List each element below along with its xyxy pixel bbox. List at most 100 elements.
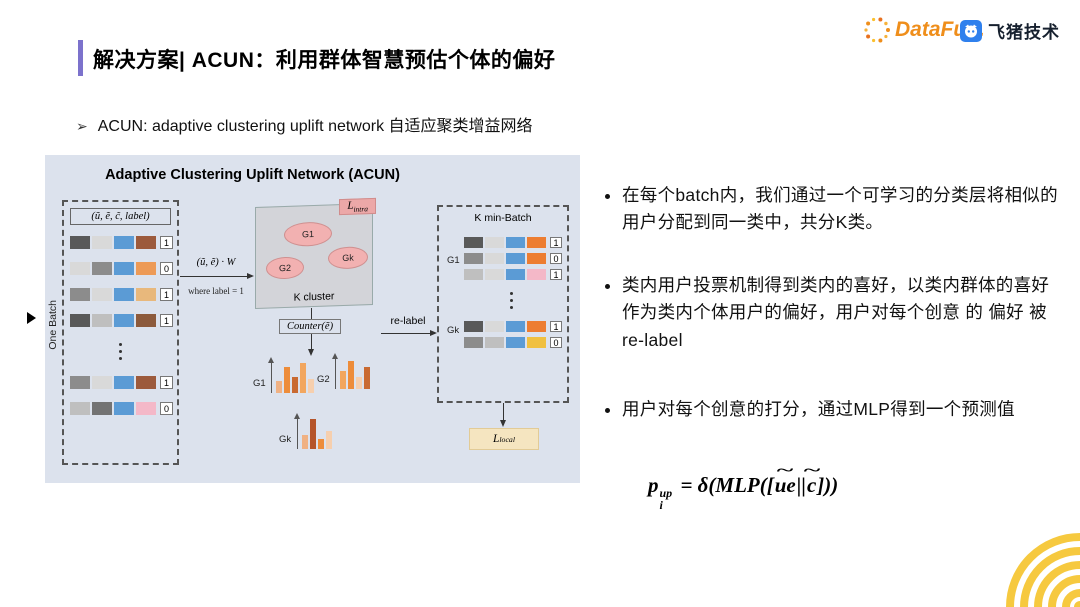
histogram-bar bbox=[356, 377, 362, 389]
minibatch-group-g1-label: G1 bbox=[447, 255, 460, 266]
histogram-bar bbox=[308, 379, 314, 393]
feature-segment bbox=[506, 337, 525, 348]
histogram-bar bbox=[318, 439, 324, 449]
feature-segment bbox=[92, 236, 112, 249]
formula-c: c bbox=[806, 473, 817, 497]
feature-segment bbox=[136, 236, 156, 249]
histogram-bar bbox=[276, 381, 282, 393]
feature-segment bbox=[92, 288, 112, 301]
weight-transform-label: (ũ, ẽ) · W bbox=[196, 257, 236, 268]
histogram-gk: Gk bbox=[279, 411, 332, 449]
relabel-label: re-label bbox=[390, 315, 426, 327]
tilde-accent: ~ bbox=[803, 462, 820, 479]
row-binary-label: 1 bbox=[550, 237, 562, 248]
row-binary-label: 1 bbox=[160, 288, 173, 301]
feature-row: 1 bbox=[70, 376, 173, 389]
bullet-list: 在每个batch内，我们通过一个可学习的分类层将相似的用户分配到同一类中，共分K… bbox=[600, 182, 1058, 423]
feature-segment bbox=[92, 402, 112, 415]
row-binary-label: 1 bbox=[550, 321, 562, 332]
histogram-axis bbox=[268, 357, 274, 393]
counter-label: Counter(ẽ) bbox=[279, 319, 342, 334]
formula-c-tilde: ~c bbox=[803, 463, 820, 498]
feature-row: 0 bbox=[70, 262, 173, 275]
histogram-bar bbox=[292, 377, 298, 393]
formula-ue: ue bbox=[774, 473, 796, 497]
feature-segment bbox=[485, 253, 504, 264]
relabel-arrow bbox=[381, 329, 437, 336]
feature-segment bbox=[70, 314, 90, 327]
bullet-item-1: 在每个batch内，我们通过一个可学习的分类层将相似的用户分配到同一类中，共分K… bbox=[622, 182, 1058, 236]
fliggy-logo-text: 飞猪技术 bbox=[988, 23, 1060, 42]
feature-segment bbox=[114, 236, 134, 249]
page-title: 解决方案| ACUN：利用群体智慧预估个体的偏好 bbox=[93, 49, 556, 72]
tuple-label: (ũ, ẽ, c̃, label) bbox=[70, 208, 171, 225]
pointer-marker-icon bbox=[27, 312, 36, 324]
dot bbox=[510, 299, 513, 302]
vertical-ellipsis bbox=[464, 292, 559, 309]
feature-segment bbox=[70, 288, 90, 301]
feature-segment bbox=[114, 288, 134, 301]
weight-condition-label: where label = 1 bbox=[188, 286, 244, 296]
k-minbatch-label: K min-Batch bbox=[474, 212, 532, 224]
feature-segment bbox=[136, 402, 156, 415]
minibatch-group-gk-label: Gk bbox=[447, 325, 460, 336]
feature-segment bbox=[92, 262, 112, 275]
feature-segment bbox=[506, 237, 525, 248]
feature-row: 1 bbox=[70, 314, 173, 327]
title-accent-bar bbox=[78, 40, 83, 76]
formula-p: p bbox=[648, 473, 659, 497]
row-binary-label: 1 bbox=[160, 236, 173, 249]
k-cluster-label: K cluster bbox=[293, 290, 335, 304]
intra-loss-tag: Lintra bbox=[339, 197, 376, 216]
feature-segment bbox=[506, 269, 525, 280]
feature-segment bbox=[506, 321, 525, 332]
acun-diagram: Adaptive Clustering Uplift Network (ACUN… bbox=[45, 155, 580, 483]
feature-row: 1 bbox=[464, 321, 562, 332]
row-binary-label: 1 bbox=[160, 314, 173, 327]
histogram-bar bbox=[310, 419, 316, 449]
dot bbox=[510, 292, 513, 295]
feature-segment bbox=[70, 262, 90, 275]
subtitle-bullet: ➢ ACUN: adaptive clustering uplift netwo… bbox=[76, 112, 533, 136]
histogram-bar bbox=[326, 431, 332, 449]
tilde-accent: ~ bbox=[776, 462, 794, 479]
arrowhead-bullet-icon: ➢ bbox=[76, 118, 88, 134]
row-binary-label: 0 bbox=[160, 262, 173, 275]
row-binary-label: 1 bbox=[160, 376, 173, 389]
feature-segment bbox=[485, 321, 504, 332]
feature-segment bbox=[70, 402, 90, 415]
k-cluster-box: Lintra G1 G2 Gk K cluster bbox=[255, 197, 376, 310]
histogram-axis bbox=[332, 353, 338, 389]
feature-segment bbox=[114, 262, 134, 275]
feature-row: 1 bbox=[464, 269, 562, 280]
histogram-g2-label: G2 bbox=[317, 374, 330, 385]
row-binary-label: 0 bbox=[160, 402, 173, 415]
formula-mid: = δ(MLP([ bbox=[675, 473, 774, 497]
dot bbox=[119, 350, 122, 353]
feature-segment bbox=[485, 237, 504, 248]
loss-subscript: intra bbox=[353, 204, 368, 214]
feature-row: 0 bbox=[70, 402, 173, 415]
row-binary-label: 1 bbox=[550, 269, 562, 280]
feature-segment bbox=[464, 253, 483, 264]
histogram-bars bbox=[276, 363, 314, 393]
fliggy-pig-icon bbox=[960, 19, 982, 42]
feature-segment bbox=[70, 236, 90, 249]
feature-segment bbox=[464, 269, 483, 280]
dot bbox=[119, 357, 122, 360]
feature-segment bbox=[464, 337, 483, 348]
formula-end: ])) bbox=[817, 473, 839, 497]
batch-to-cluster-arrow bbox=[180, 272, 254, 279]
feature-segment bbox=[527, 337, 546, 348]
one-batch-label: One Batch bbox=[47, 300, 59, 350]
histogram-axis bbox=[294, 413, 300, 449]
fliggy-logo: 飞猪技术 bbox=[960, 18, 1060, 43]
vertical-ellipsis bbox=[70, 343, 171, 360]
